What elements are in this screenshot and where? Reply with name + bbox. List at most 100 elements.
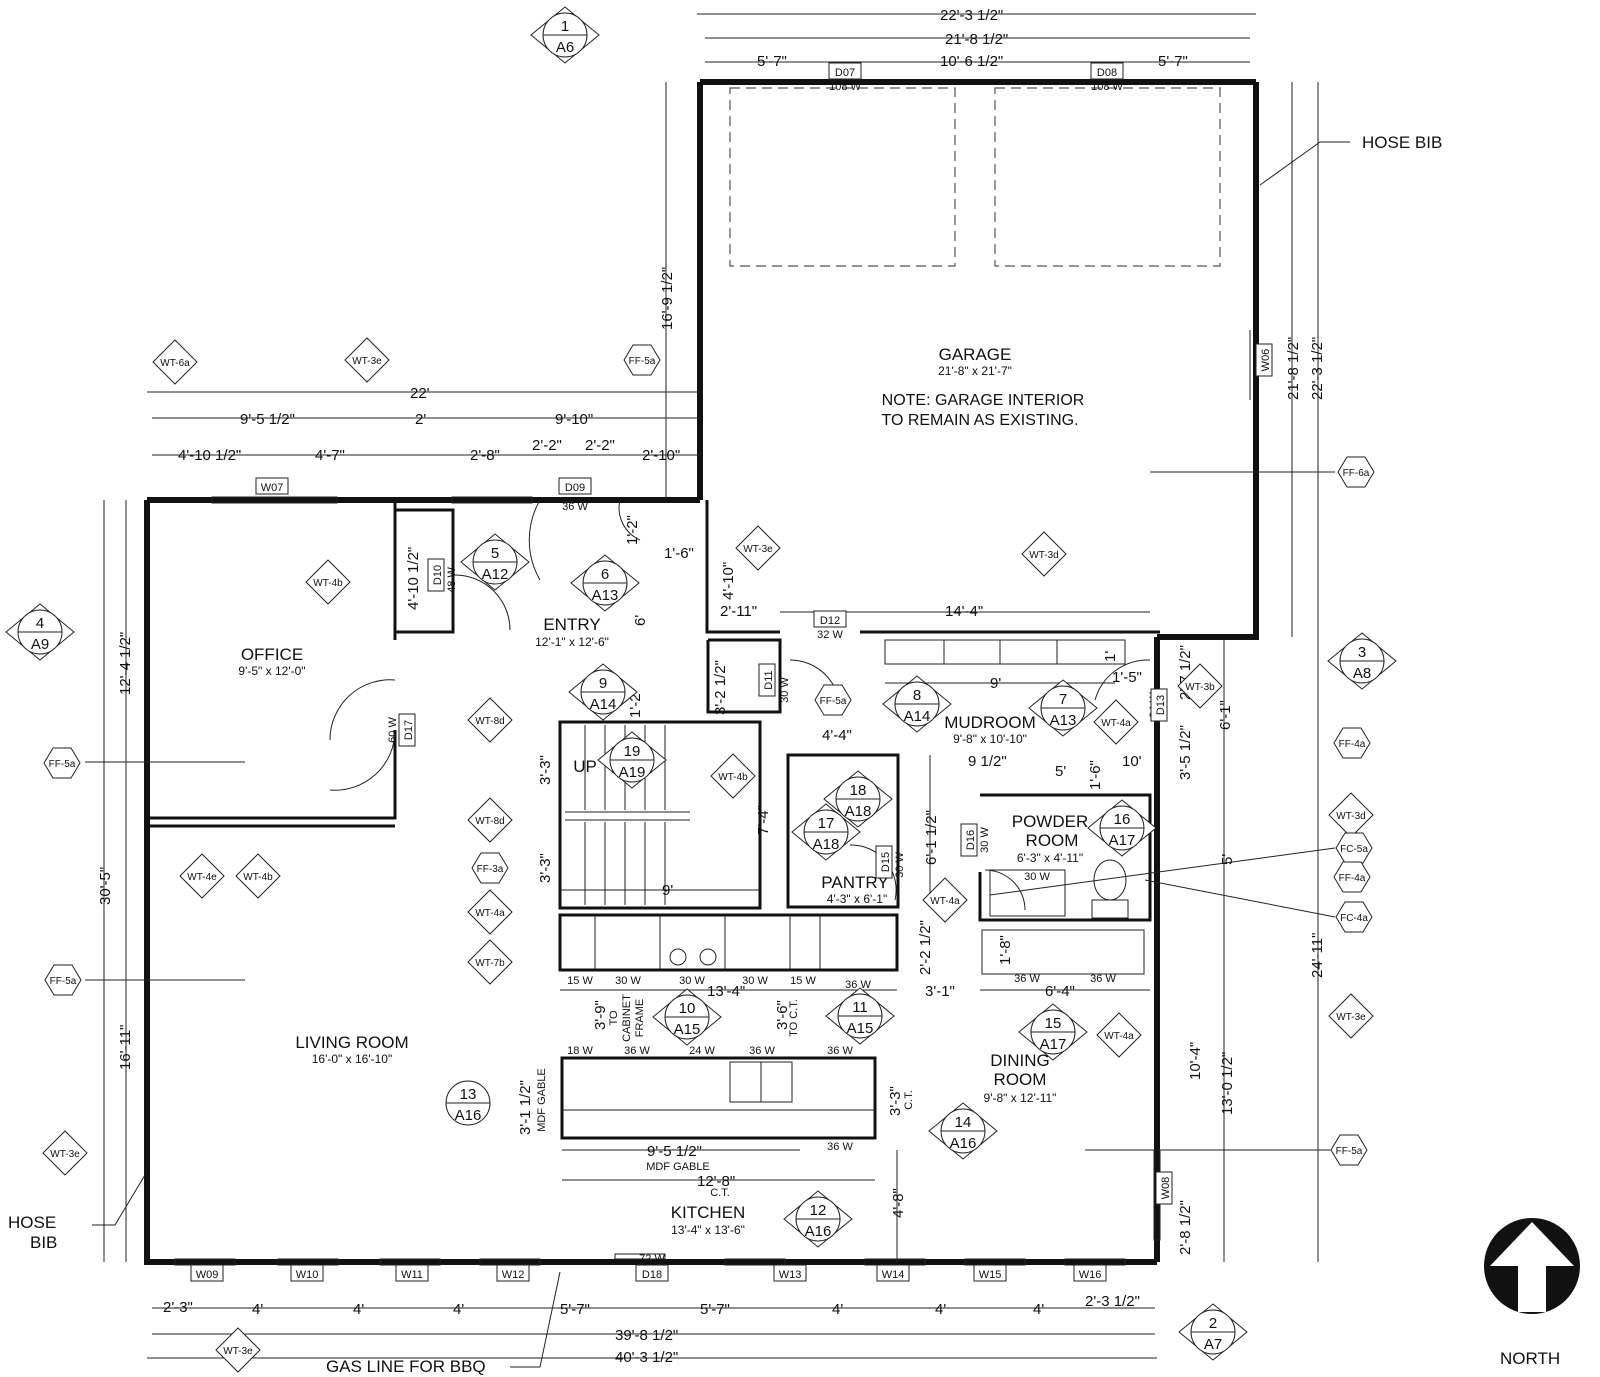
svg-text:W11: W11 [401, 1269, 423, 1281]
svg-text:A13: A13 [1050, 712, 1077, 729]
office-size: 9'-5" x 12'-0" [238, 664, 305, 678]
door-swing-entry [528, 499, 541, 581]
entry-name: ENTRY [543, 615, 600, 634]
width-15a: 15 W [567, 975, 593, 987]
svg-text:8: 8 [913, 687, 921, 704]
dim-4-7: 4'-7" [315, 447, 345, 464]
tag-w15: W15 [973, 1264, 1007, 1282]
width-36h: 36 W [827, 1141, 853, 1153]
width-72: 72 W [639, 1253, 665, 1265]
mudroom-name: MUDROOM [944, 713, 1036, 732]
dim-r-21-8: 21'-8 1/2" [1285, 337, 1302, 400]
tag-d16: D16 [960, 823, 978, 857]
garage-note-2: TO REMAIN AS EXISTING. [881, 412, 1078, 429]
svg-text:FF-5a: FF-5a [49, 759, 76, 770]
hose-bib-label-left-1: HOSE [8, 1213, 56, 1232]
dim-b-40-3: 40'-3 1/2" [615, 1349, 678, 1366]
svg-text:D11: D11 [763, 670, 775, 689]
svg-text:D17: D17 [403, 720, 415, 740]
svg-text:4: 4 [36, 615, 44, 632]
hose-bib-label-right: HOSE BIB [1362, 133, 1442, 152]
symbol-ff5a_liv: FF-5a [44, 964, 82, 996]
width-36b: 36 W [845, 979, 871, 991]
stairs [565, 725, 690, 905]
callout-c1: 1A6 [530, 6, 600, 64]
symbol-ff4a_r2: FF-4a [1333, 861, 1371, 893]
callout-c2: 2A7 [1178, 1303, 1248, 1361]
dim-top-b: 10'-6 1/2" [940, 53, 1003, 70]
dim-top-c: 5'-7" [1158, 53, 1188, 70]
dim-r-3-5: 3'-5 1/2" [1177, 725, 1194, 780]
symbol-wt4a_k: WT-4a [467, 889, 513, 935]
dim-b-2-3-half: 2'-3 1/2" [1085, 1293, 1140, 1310]
width-30h: 30 W [742, 975, 768, 987]
symbol-wt3e_rr: WT-3e [1328, 993, 1374, 1039]
svg-text:WT-3d: WT-3d [1336, 811, 1365, 822]
svg-text:A16: A16 [950, 1135, 977, 1152]
dim-9-half: 9 1/2" [968, 753, 1007, 770]
kitchen-size: 13'-4" x 13'-6" [671, 1223, 745, 1237]
tag-d07: D07 [828, 62, 862, 80]
dim-9-stairs: 9' [662, 882, 673, 899]
svg-text:WT-4e: WT-4e [187, 872, 217, 883]
dim-3-3b: 3'-3" [537, 853, 554, 883]
symbol-wt4b_office: WT-4b [305, 559, 351, 605]
tag-d10: D10 [427, 558, 445, 592]
svg-text:FF-4a: FF-4a [1339, 873, 1366, 884]
dining-name-2: ROOM [994, 1070, 1047, 1089]
dim-22: 22' [410, 385, 430, 402]
symbol-wt6a: WT-6a [152, 339, 198, 385]
svg-text:D12: D12 [820, 615, 840, 627]
leader-fc5a [989, 847, 1336, 896]
svg-text:WT-3e: WT-3e [50, 1149, 80, 1160]
svg-text:A18: A18 [813, 836, 840, 853]
symbol-wt3d_r: WT-3d [1328, 792, 1374, 838]
door-swing-office [329, 679, 396, 741]
tag-d09: D09 [558, 477, 592, 495]
to-label: TO [608, 1010, 620, 1026]
cabinet-label: CABINET [621, 994, 633, 1042]
living-size: 16'-0" x 16'-10" [312, 1052, 392, 1066]
frame-label: FRAME [634, 999, 646, 1038]
svg-text:WT-3e: WT-3e [743, 544, 773, 555]
dim-r-6-1: 6'-1" [1217, 700, 1234, 730]
closet-d11 [706, 638, 782, 714]
width-32: 32 W [817, 629, 843, 641]
dim-1-6: 1'-6" [664, 545, 694, 562]
leader-hose-r [1259, 141, 1350, 186]
svg-text:5: 5 [491, 545, 499, 562]
callout-c3: 3A8 [1327, 632, 1397, 690]
powder-name-1: POWDER [1012, 812, 1089, 831]
svg-text:WT-3b: WT-3b [1185, 682, 1215, 693]
svg-text:WT-3e: WT-3e [1336, 1012, 1366, 1023]
dim-9-5: 9'-5 1/2" [240, 411, 295, 428]
dim-10: 10' [1122, 753, 1142, 770]
symbol-wt4a_d: WT-4a [1096, 1012, 1142, 1058]
dim-2-10: 2'-10" [642, 447, 680, 464]
dim-r-5: 5' [1219, 854, 1236, 865]
dim-14-4: 14'-4" [945, 603, 983, 620]
garage-doors [729, 87, 1251, 400]
svg-text:3: 3 [1358, 644, 1366, 661]
symbol-ff5a_left: FF-5a [43, 747, 81, 779]
dim-6-1: 6'-1 1/2" [923, 810, 940, 865]
dim-9-5b: 9'-5 1/2" [647, 1143, 702, 1160]
dim-r-10-4: 10'-4" [1187, 1042, 1204, 1080]
door-swing-d13 [1094, 659, 1151, 701]
symbol-wt4a_p: WT-4a [922, 877, 968, 923]
svg-text:D16: D16 [965, 830, 977, 850]
to-ct-label: TO C.T. [788, 999, 800, 1037]
svg-text:WT-4b: WT-4b [718, 772, 748, 783]
dim-2-2v: 2'-2 1/2" [917, 920, 934, 975]
svg-text:1: 1 [561, 18, 569, 35]
dimension-texts: 22'-3 1/2" 21'-8 1/2" 5'-7" 10'-6 1/2" 5… [97, 7, 1326, 1366]
garage-name: GARAGE [939, 345, 1012, 364]
symbol-fc4a: FC-4a [1335, 901, 1373, 933]
back-counter [558, 913, 899, 972]
leader-fc4a [1144, 879, 1336, 918]
dim-4-10-v: 4'-10" [720, 562, 737, 600]
svg-text:A16: A16 [805, 1223, 832, 1240]
svg-text:D18: D18 [642, 1269, 662, 1281]
